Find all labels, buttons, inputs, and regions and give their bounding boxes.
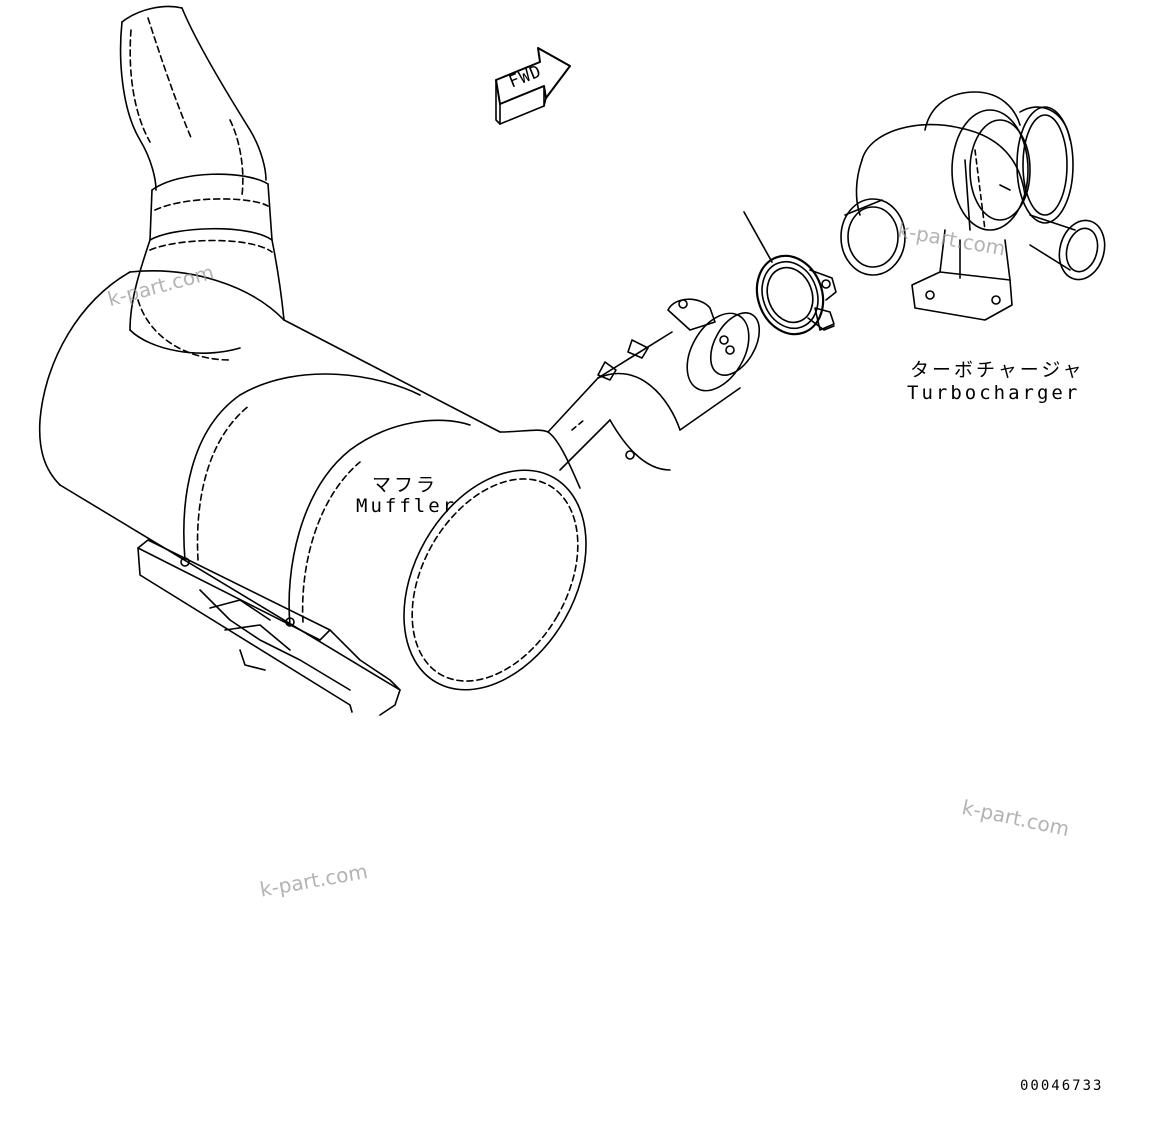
figure-number: 00046733: [1020, 1078, 1104, 1094]
muffler-label-en: Muffler: [356, 495, 458, 517]
inlet-pipe: [499, 298, 761, 489]
turbocharger-body: [840, 91, 1106, 321]
fwd-arrow-marker: [495, 47, 571, 125]
turbocharger-label-ja: ターボチャージャ: [910, 359, 1085, 381]
stack-pipe: [119, 5, 285, 361]
v-band-clamp: [755, 254, 837, 336]
clamp-leader-line: [743, 211, 773, 263]
muffler-label-ja: マフラ: [372, 474, 439, 496]
muffler-body: [38, 270, 587, 716]
turbocharger-label-en: Turbocharger: [907, 382, 1081, 404]
